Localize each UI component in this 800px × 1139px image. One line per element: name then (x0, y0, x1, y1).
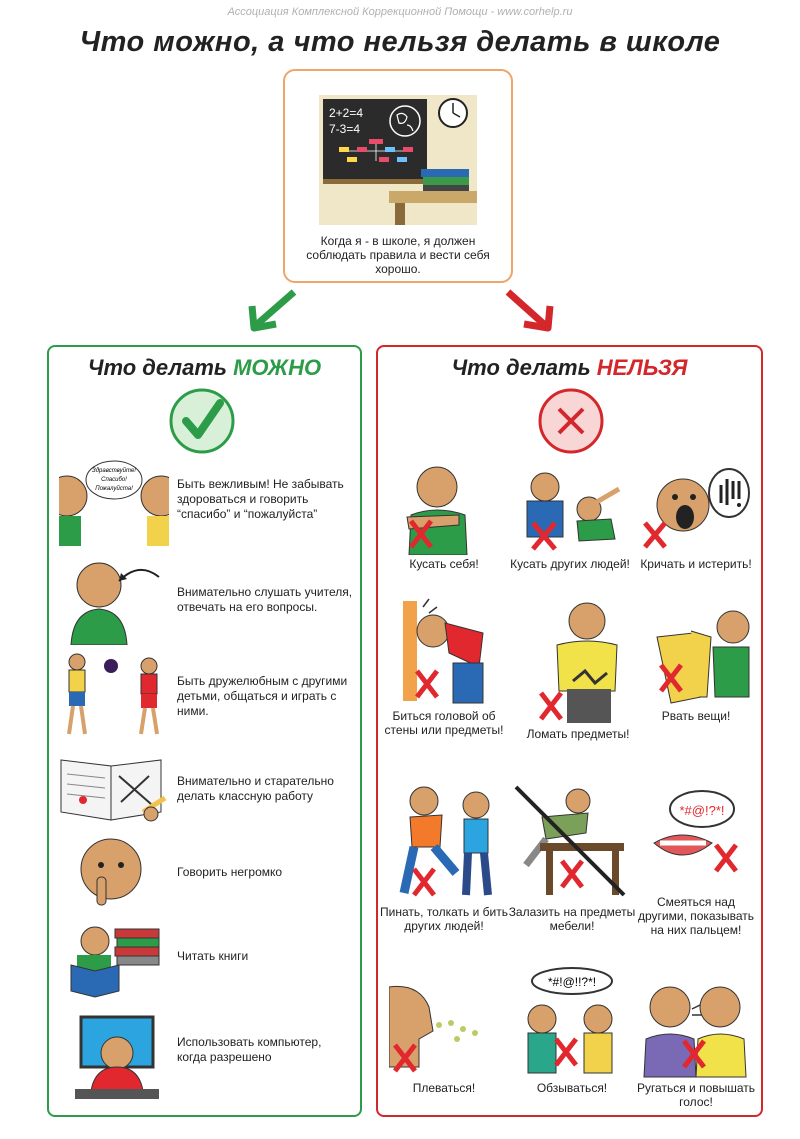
check-mark-icon (169, 388, 235, 454)
screaming-icon (643, 468, 750, 549)
allowed-item: Использовать компьютер, когда разрешено (49, 1013, 360, 1103)
forbidden-panel: Что делать НЕЛЬЗЯ Кусать себя! Кусать др… (376, 345, 763, 1117)
forbidden-item: Залазить на предметы мебели! (508, 783, 636, 933)
intro-text: Когда я - в школе, я должен соблюдать пр… (306, 234, 490, 276)
allowed-item: Здравствуйте! Спасибо! Пожалуйста! Быть … (49, 460, 360, 550)
climbing-furniture-icon (514, 785, 626, 897)
page-title: Что можно, а что нельзя делать в школе (79, 26, 721, 58)
bubble-please: Пожалуйста! (95, 485, 133, 492)
forbidden-title-prefix: Что делать (451, 355, 597, 380)
allowed-title-prefix: Что делать (87, 355, 234, 380)
head-banging-icon (403, 598, 484, 704)
playing-ball-icon (67, 653, 159, 735)
allowed-item-text: Внимательно слушать учителя, отвечать на… (177, 585, 353, 614)
forbidden-item: Ругаться и повышать голос! (632, 967, 760, 1109)
bubble-thanks: Спасибо! (101, 477, 127, 483)
allowed-item-text: Внимательно и старательно делать классну… (177, 774, 334, 803)
breaking-things-icon (539, 602, 618, 723)
forbidden-item: Кричать и истерить! (632, 459, 760, 571)
board-line-2: 7-3=4 (329, 122, 360, 136)
allowed-item-text: Быть дружелюбным с другими детьми, общат… (177, 674, 348, 718)
forbidden-item: Рвать вещи! (632, 597, 760, 723)
mock-bubble-text: *#@!?*! (680, 803, 725, 818)
allowed-item: Читать книги (49, 919, 360, 1009)
reading-icon (70, 926, 160, 998)
allowed-item-text: Использовать компьютер, когда разрешено (177, 1035, 322, 1064)
forbidden-caption: Ломать предметы! (526, 727, 630, 741)
allowed-item: Говорить негромко (49, 829, 360, 919)
classwork-icon (60, 759, 167, 822)
intro-card: 2+2=4 7-3=4 Когда я - в школе, я должен … (283, 69, 513, 283)
listening-icon (70, 562, 160, 645)
allowed-item-text: Читать книги (177, 949, 249, 963)
association-note: Ассоциация Комплексной Коррекционной Пом… (227, 6, 573, 18)
tearing-things-icon (656, 610, 750, 704)
biting-self-icon (406, 466, 468, 555)
allowed-title-word: МОЖНО (233, 355, 322, 380)
board-line-1: 2+2=4 (329, 106, 363, 120)
forbidden-caption: Плеваться! (412, 1081, 476, 1095)
forbidden-caption: Биться головой об стены или предметы! (384, 709, 504, 737)
forbidden-caption: Рвать вещи! (661, 709, 731, 723)
cross-mark-icon (538, 388, 604, 454)
allowed-item: Быть дружелюбным с другими детьми, общат… (49, 650, 360, 740)
bubble-hello: Здравствуйте! (92, 467, 136, 474)
spitting-icon (389, 985, 478, 1073)
forbidden-caption: Кусать себя! (409, 557, 479, 571)
allowed-item-text: Говорить негромко (177, 865, 283, 879)
allowed-item: Внимательно и старательно делать классну… (49, 754, 360, 844)
classroom-blackboard-icon: 2+2=4 7-3=4 (319, 95, 477, 225)
forbidden-title-word: НЕЛЬЗЯ (596, 355, 688, 380)
polite-greeting-icon: Здравствуйте! Спасибо! Пожалуйста! (59, 460, 169, 546)
allowed-panel: Что делать МОЖНО Здравствуйте! Спасибо! … (47, 345, 362, 1117)
forbidden-item: Биться головой об стены или предметы! (380, 597, 508, 737)
forbidden-item: Ломать предметы! (514, 597, 642, 741)
forbidden-item: Пинать, толкать и бить других людей! (380, 783, 508, 933)
forbidden-caption: Залазить на предметы мебели! (508, 905, 636, 933)
quiet-icon (80, 838, 142, 906)
swear-bubble-text: *#!@!!?*! (548, 975, 596, 989)
forbidden-item: Кусать других людей! (506, 459, 634, 571)
green-check-arrow-icon (248, 289, 297, 332)
allowed-item: Внимательно слушать учителя, отвечать на… (49, 555, 360, 645)
forbidden-caption: Ругаться и повышать голос! (636, 1081, 756, 1109)
forbidden-item: Кусать себя! (380, 459, 508, 571)
allowed-item-text: Быть вежливым! Не забывать здороваться и… (177, 477, 344, 521)
biting-others-icon (526, 472, 621, 551)
red-arrow-icon (505, 289, 554, 332)
computer-icon (75, 1015, 159, 1099)
forbidden-item: Плеваться! (380, 967, 508, 1095)
name-calling-icon: *#!@!!?*! (527, 967, 613, 1074)
forbidden-caption: Кричать и истерить! (640, 557, 752, 571)
shouting-icon (643, 986, 747, 1078)
forbidden-title: Что делать НЕЛЬЗЯ (378, 355, 761, 381)
allowed-title: Что делать МОЖНО (49, 355, 360, 381)
forbidden-caption: Кусать других людей! (510, 557, 630, 571)
forbidden-caption: Смеяться над другими, показывать на них … (638, 895, 754, 937)
forbidden-item: *#!@!!?*! Обзываться! (508, 967, 636, 1095)
forbidden-item: *#@!?*! Смеяться над другими, показывать… (632, 783, 760, 937)
forbidden-caption: Обзываться! (536, 1081, 608, 1095)
forbidden-caption: Пинать, толкать и бить других людей! (380, 905, 508, 933)
mocking-icon: *#@!?*! (653, 790, 738, 873)
kicking-icon (399, 786, 492, 897)
